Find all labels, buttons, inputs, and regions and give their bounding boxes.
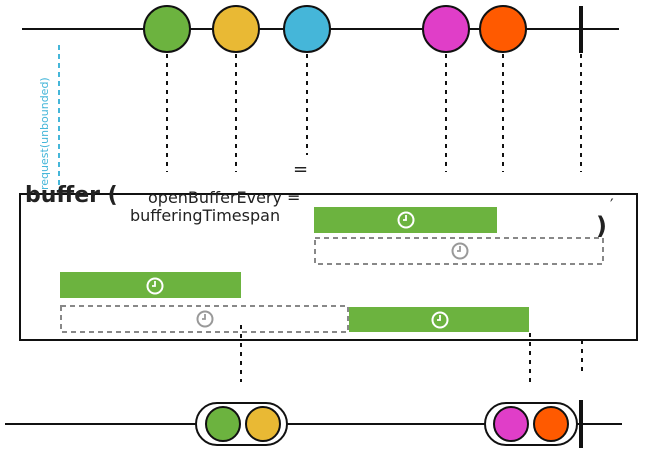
close-paren: ) xyxy=(596,212,607,240)
clock-icon xyxy=(397,211,415,229)
green-marble xyxy=(143,5,191,53)
prime-mark: ′ xyxy=(610,195,614,214)
magenta-marble xyxy=(422,5,470,53)
request-unbounded-label: request(unbounded) xyxy=(38,77,51,190)
yellow-marble xyxy=(245,406,281,442)
green-marble xyxy=(205,406,241,442)
orange-marble xyxy=(479,5,527,53)
clock-icon xyxy=(431,311,449,329)
param-open-buffer-every: openBufferEvery = xyxy=(148,188,301,207)
buffer-window-dashed xyxy=(314,237,604,265)
clock-icon xyxy=(196,310,214,328)
magenta-marble xyxy=(493,406,529,442)
equals-sign: = xyxy=(293,159,309,180)
blue-marble xyxy=(283,5,331,53)
buffer-window-dashed xyxy=(60,305,349,333)
source-drop-lines xyxy=(166,54,582,172)
orange-marble xyxy=(533,406,569,442)
operator-box xyxy=(19,193,638,341)
param-buffering-timespan: bufferingTimespan xyxy=(130,206,281,225)
buffer-window-solid xyxy=(60,272,241,298)
output-drop-lines xyxy=(240,325,583,382)
operator-name: buffer ( xyxy=(25,183,118,208)
clock-icon xyxy=(451,242,469,260)
yellow-marble xyxy=(212,5,260,53)
clock-icon xyxy=(146,277,164,295)
